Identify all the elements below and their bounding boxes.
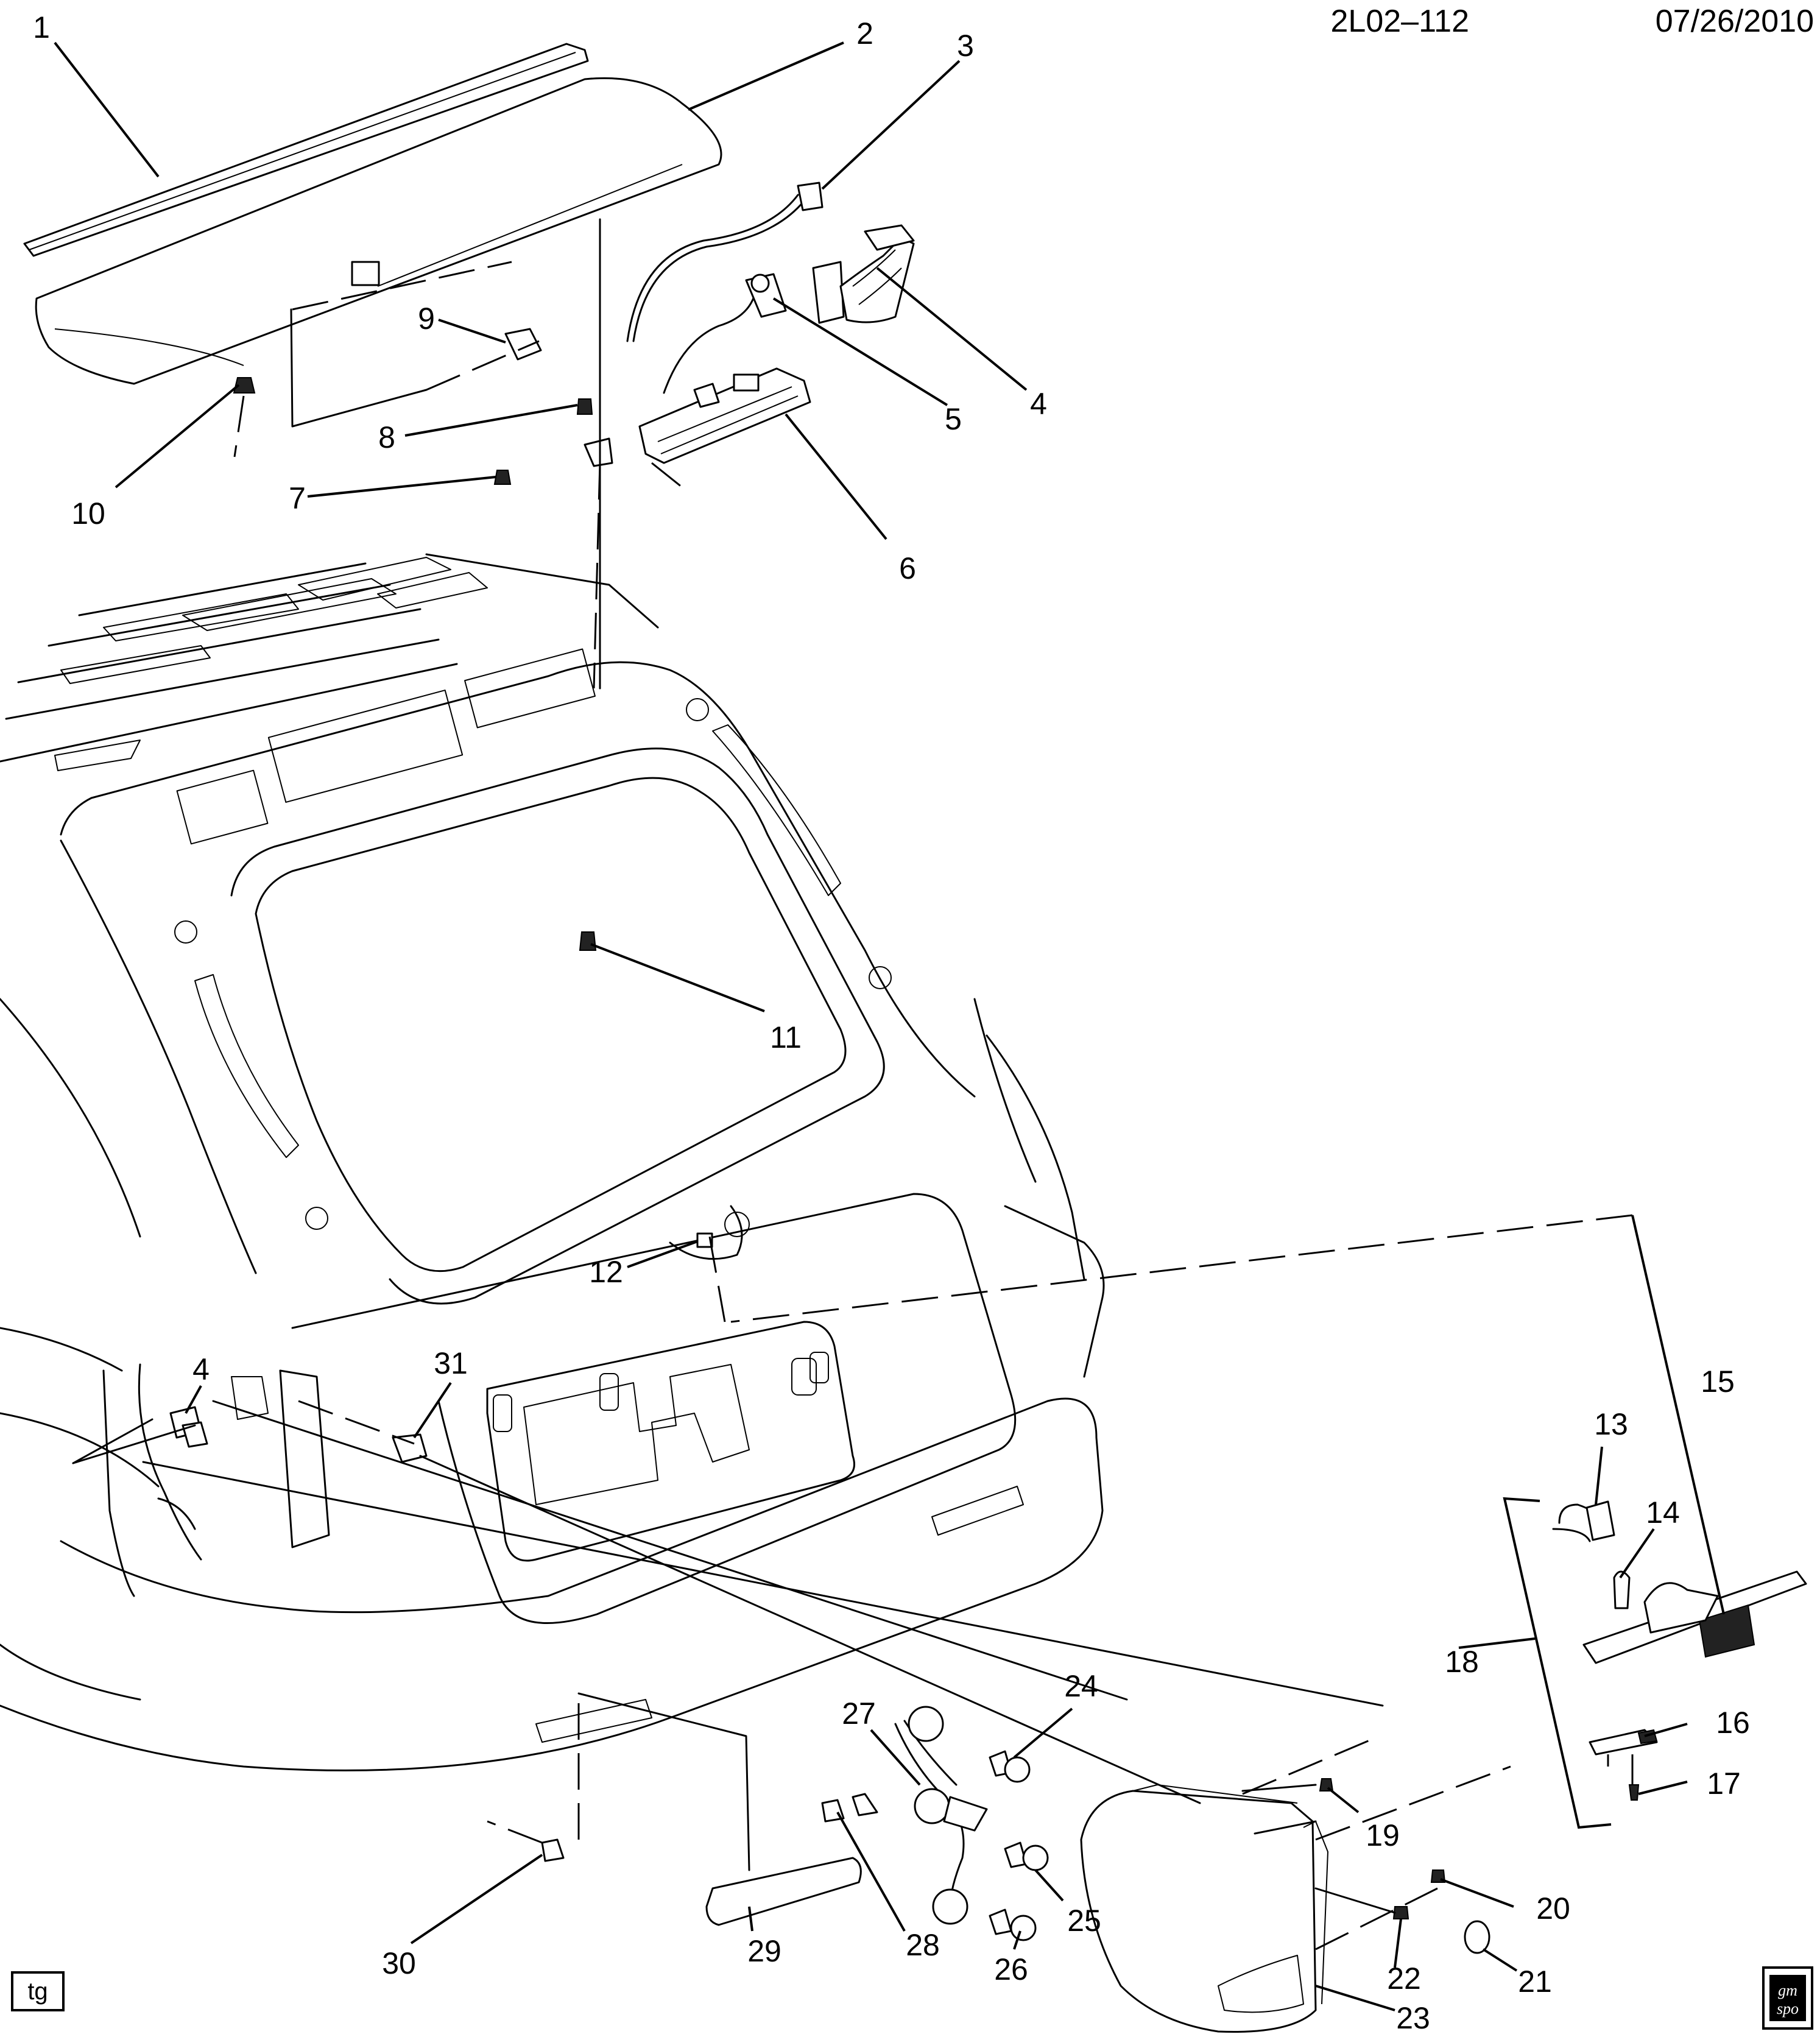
callout-11: 11 (770, 1020, 802, 1054)
callout-22: 22 (1387, 1961, 1421, 1996)
license-lamp-assembly (1552, 1500, 1807, 1801)
callout-8: 8 (378, 420, 395, 454)
license-lamp-screw (1628, 1784, 1640, 1801)
callout-17: 17 (1707, 1767, 1741, 1801)
callout-25: 25 (1067, 1904, 1101, 1938)
callout-5: 5 (945, 402, 962, 436)
diagram-date: 07/26/2010 (1656, 4, 1814, 39)
illustrator-badge: tg (11, 1971, 65, 2011)
hmsl-nut (576, 398, 593, 415)
callout-27: 27 (842, 1696, 876, 1731)
hmsl-wiring-harness (626, 182, 824, 394)
callout-1: 1 (33, 10, 50, 44)
callout-3: 3 (957, 29, 974, 63)
callout-2: 2 (856, 16, 873, 51)
callout-leaders (54, 41, 1688, 2011)
gm-spo-logo-line1: gm (1778, 1982, 1797, 1999)
license-lamp-bracket-line (1503, 1497, 1612, 1829)
gm-spo-logo: gm spo (1762, 1966, 1813, 2030)
diagram-ref-code: 2L02–112 (1331, 4, 1470, 39)
liftgate-bumper (392, 1433, 428, 1463)
hmsl-bracket (584, 437, 613, 467)
callout-16: 16 (1716, 1706, 1750, 1740)
bulb-26 (989, 1908, 1012, 1935)
rear-reflector (705, 1857, 862, 1926)
callout-24: 24 (1064, 1669, 1098, 1703)
gm-spo-logo-line2: spo (1777, 2000, 1799, 2018)
hmsl-screw (493, 470, 512, 485)
bumper-clip (541, 1838, 565, 1862)
callout-15: 15 (1701, 1364, 1735, 1399)
tail-lamp-socket-harness (821, 1706, 1049, 1941)
callout-26: 26 (994, 1952, 1028, 1986)
vehicle-body (0, 553, 1105, 1771)
callout-14: 14 (1646, 1495, 1680, 1530)
tail-lamp-cap-21 (1464, 1920, 1490, 1954)
callout-13: 13 (1594, 1407, 1628, 1441)
callout-4: 4 (1030, 387, 1047, 421)
callout-12: 12 (589, 1255, 623, 1289)
callout-18: 18 (1445, 1645, 1479, 1679)
callout-4-tail-lamp: 4 (192, 1352, 210, 1386)
callout-29: 29 (747, 1934, 781, 1968)
illustrator-badge-label: tg (27, 1978, 48, 2005)
callout-28: 28 (906, 1928, 940, 1962)
high-mount-stop-lamp (638, 367, 811, 464)
spoiler-weatherstrip (23, 43, 589, 257)
tail-lamp-bolt-22 (1392, 1906, 1409, 1919)
callout-6: 6 (899, 551, 916, 585)
callout-21: 21 (1518, 1965, 1552, 1999)
callout-9: 9 (418, 302, 435, 336)
callout-31: 31 (434, 1346, 468, 1380)
callout-7: 7 (289, 481, 306, 515)
spoiler-clip (504, 328, 542, 361)
callout-labels: 1 2 3 4 5 6 7 8 9 10 11 12 13 14 15 16 1… (33, 10, 1750, 2035)
callout-19: 19 (1366, 1818, 1400, 1852)
liftgate-harness-grommet (812, 224, 915, 324)
callout-10: 10 (71, 496, 105, 531)
callout-30: 30 (382, 1946, 416, 1980)
callout-20: 20 (1536, 1891, 1570, 1926)
rear-spoiler (35, 77, 722, 385)
spoiler-bolt (579, 931, 597, 951)
liftgate-clip (696, 1232, 713, 1248)
tail-lamp-assembly (1080, 1784, 1328, 2033)
callout-23: 23 (1396, 2001, 1430, 2035)
